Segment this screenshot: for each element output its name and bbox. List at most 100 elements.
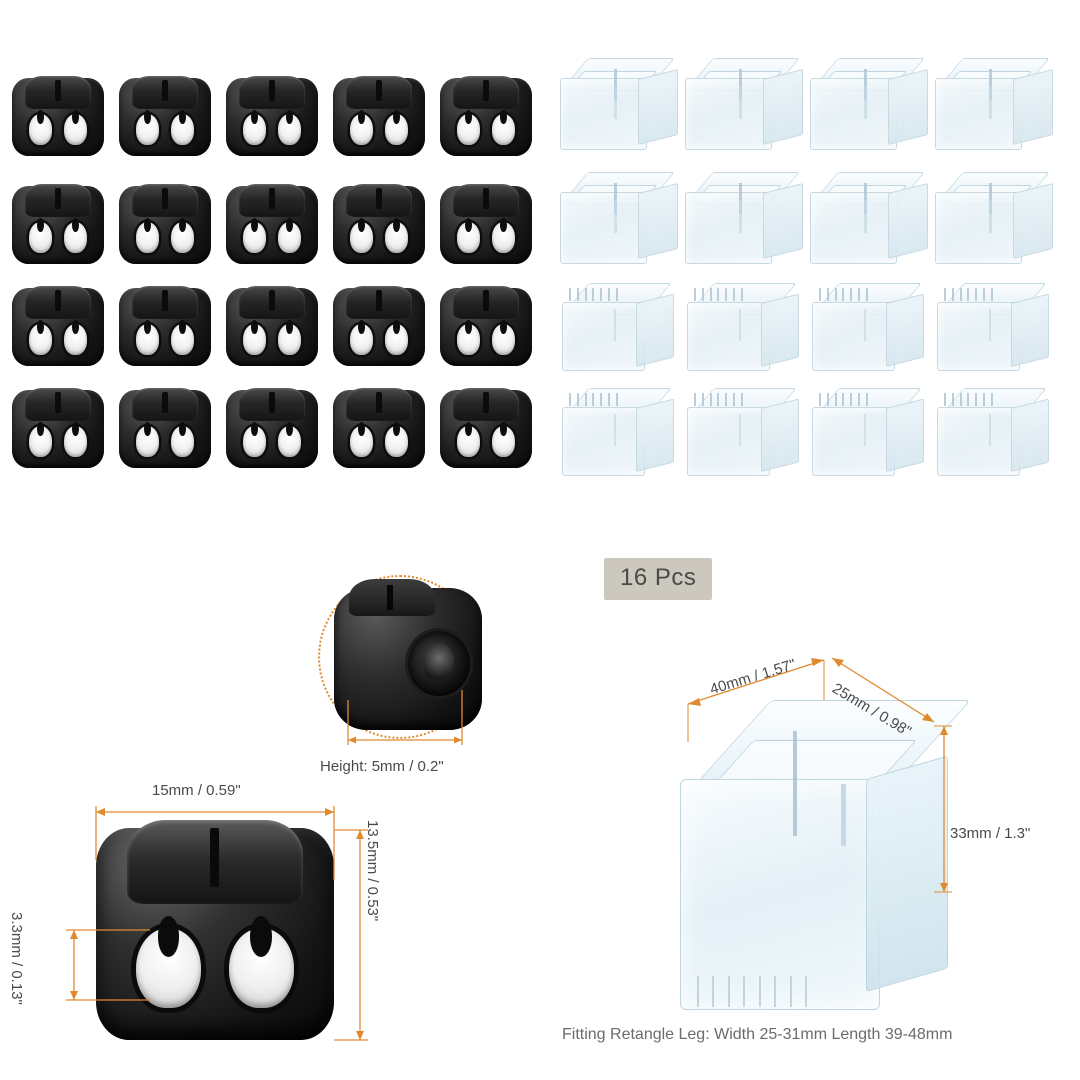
lock-cap: [131, 184, 199, 218]
cap-ridges: [939, 393, 1017, 406]
cap-side-face: [761, 293, 799, 367]
lock-cap: [345, 286, 413, 320]
detail-lock-hole: [408, 630, 471, 696]
cap-side-face: [1011, 293, 1049, 367]
cap-side-face: [888, 69, 928, 146]
lock-hole-left: [456, 218, 481, 254]
cap-front-face: [560, 192, 647, 264]
cap-slot: [614, 183, 618, 215]
big-cap-slot: [792, 731, 797, 837]
clear-cap-item: [810, 58, 928, 150]
cap-tab: [989, 85, 993, 119]
lock-hole-right: [170, 110, 195, 146]
cap-ridges: [814, 288, 892, 301]
cap-front-face: [562, 407, 645, 476]
lock-hole-left: [349, 218, 374, 254]
fitting-note: Fitting Retangle Leg: Width 25-31mm Leng…: [562, 1026, 953, 1043]
cap-side-face: [1011, 398, 1049, 472]
lock-hole-left: [28, 218, 53, 254]
lock-hole-right: [384, 422, 409, 458]
lock-cap: [131, 388, 199, 422]
lock-hole-left: [242, 218, 267, 254]
big-lock-hole-right: [229, 916, 294, 1009]
cord-lock-dimension-sample: [96, 819, 334, 1040]
cord-lock-item: [333, 388, 425, 468]
cap-side-face: [886, 398, 924, 472]
lock-hole-left: [242, 422, 267, 458]
lock-cap: [131, 286, 199, 320]
cord-lock-item: [226, 76, 318, 156]
lock-cap: [452, 184, 520, 218]
cap-front-face: [935, 78, 1022, 150]
cap-tab: [614, 199, 618, 233]
cord-lock-item: [333, 76, 425, 156]
lock-cap: [452, 286, 520, 320]
lock-hole-right: [63, 422, 88, 458]
cap-ridges: [939, 288, 1017, 301]
cap-tab: [613, 414, 617, 447]
clear-cap-item: [812, 388, 924, 476]
lock-cap: [238, 286, 306, 320]
cap-side-face: [763, 69, 803, 146]
lock-hole-right: [384, 218, 409, 254]
clear-cap-item: [810, 172, 928, 264]
cap-tab: [864, 85, 868, 119]
cord-lock-item: [226, 388, 318, 468]
clear-cap-dimension-sample: [680, 700, 972, 1010]
cap-height-label: 33mm / 1.3": [950, 825, 1031, 842]
cap-side-face: [636, 293, 674, 367]
cord-lock-item: [12, 286, 104, 366]
lock-hole-right: [277, 110, 302, 146]
cap-slot: [864, 183, 868, 215]
lock-hole-right: [277, 320, 302, 356]
lock-hole-left: [456, 110, 481, 146]
lock-hole-right: [491, 218, 516, 254]
detail-cord-lock: [334, 579, 482, 730]
clear-cap-item: [687, 283, 799, 371]
lock-hole-left: [349, 422, 374, 458]
lock-height-label: 13.5mm / 0.53": [364, 820, 381, 922]
cap-tab: [989, 199, 993, 233]
clear-cap-item: [685, 172, 803, 264]
lock-hole-right: [491, 422, 516, 458]
cap-slot: [739, 69, 743, 101]
lock-thickness-label: 3.3mm / 0.13": [8, 912, 25, 1005]
lock-hole-left: [135, 320, 160, 356]
cap-side-face: [638, 69, 678, 146]
cap-front-face: [810, 78, 897, 150]
cap-tab: [738, 309, 742, 342]
cap-tab: [614, 85, 618, 119]
cap-tab: [738, 414, 742, 447]
lock-width-label: 15mm / 0.59": [152, 782, 241, 799]
cord-lock-item: [333, 286, 425, 366]
lock-cap: [345, 76, 413, 110]
lock-hole-left: [349, 110, 374, 146]
lock-hole-left: [28, 110, 53, 146]
lock-hole-left: [28, 320, 53, 356]
cap-front-face: [935, 192, 1022, 264]
cap-ridges: [564, 393, 642, 406]
lock-cap: [345, 184, 413, 218]
lock-cap: [131, 76, 199, 110]
clear-cap-item: [687, 388, 799, 476]
lock-hole-right: [170, 422, 195, 458]
cap-tab: [988, 414, 992, 447]
lock-cap: [238, 76, 306, 110]
lock-hole-left: [135, 422, 160, 458]
cord-lock-item: [12, 388, 104, 468]
cap-side-face: [886, 293, 924, 367]
cap-front-face: [812, 302, 895, 371]
lock-cap: [345, 388, 413, 422]
cap-front-face: [687, 302, 770, 371]
cord-lock-item: [119, 388, 211, 468]
clear-cap-item: [937, 388, 1049, 476]
lock-hole-right: [277, 218, 302, 254]
big-cap-tab: [840, 783, 847, 846]
cord-lock-item: [226, 184, 318, 264]
lock-hole-right: [170, 320, 195, 356]
lock-hole-right: [63, 218, 88, 254]
lock-hole-right: [170, 218, 195, 254]
cap-front-face: [812, 407, 895, 476]
cap-side-face: [638, 183, 678, 260]
